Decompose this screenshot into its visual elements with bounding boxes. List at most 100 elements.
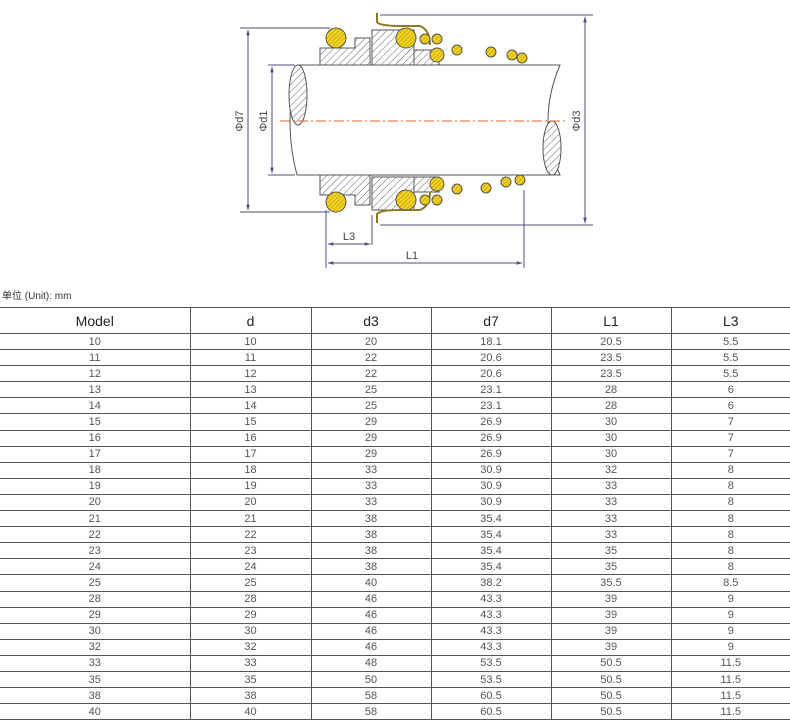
cell-l3: 5.5	[670, 332, 790, 351]
cell-d3: 46	[310, 606, 432, 624]
cell-d: 18	[189, 461, 312, 479]
cell-l1: 23.5	[550, 349, 672, 367]
cell-d7: 53.5	[430, 654, 552, 672]
label-d3: Φd3	[571, 110, 583, 131]
cell-d7: 60.5	[430, 703, 552, 720]
cell-d3: 46	[310, 590, 432, 608]
dimensions	[240, 14, 593, 268]
cell-d3: 25	[310, 397, 432, 415]
cell-d: 33	[189, 654, 312, 672]
cell-l1: 23.5	[550, 365, 672, 383]
cell-d3: 29	[310, 429, 432, 447]
cell-l3: 7	[670, 413, 790, 431]
cell-l3: 8	[670, 510, 790, 528]
cell-d3: 46	[310, 638, 432, 656]
cell-d3: 38	[310, 510, 432, 528]
cell-d3: 38	[310, 542, 432, 560]
cell-l1: 33	[550, 526, 672, 544]
cell-d3: 38	[310, 558, 432, 576]
cell-d7: 53.5	[430, 670, 552, 689]
cell-d: 23	[189, 542, 312, 560]
cell-d3: 58	[310, 687, 432, 705]
cell-d7: 38.2	[430, 574, 552, 592]
cell-l3: 6	[670, 397, 790, 415]
mechanical-seal-drawing: Φd7 Φd1 Φd3 L3 L1	[234, 13, 593, 268]
cell-model: 28	[0, 590, 191, 608]
cell-model: 21	[0, 510, 191, 528]
cell-model: 32	[0, 638, 191, 656]
cell-d7: 43.3	[430, 638, 552, 656]
cell-model: 20	[0, 493, 191, 512]
cell-l3: 6	[670, 381, 790, 399]
cell-d: 35	[189, 670, 312, 689]
cell-model: 40	[0, 703, 191, 720]
cell-l3: 5.5	[670, 365, 790, 383]
cell-d3: 33	[310, 493, 432, 512]
cell-l1: 32	[550, 461, 672, 479]
column-header-l3: L3	[670, 307, 790, 334]
cell-d7: 60.5	[430, 687, 552, 705]
cell-d3: 22	[310, 365, 432, 383]
cell-d: 28	[189, 590, 312, 608]
cell-d3: 33	[310, 477, 432, 495]
label-d1: Φd1	[258, 110, 270, 131]
cell-model: 23	[0, 542, 191, 560]
cell-l1: 39	[550, 638, 672, 656]
cell-l1: 50.5	[550, 670, 672, 689]
cell-l1: 20.5	[550, 332, 672, 351]
cell-d7: 20.6	[430, 365, 552, 383]
cell-l1: 33	[550, 477, 672, 495]
cell-d3: 50	[310, 670, 432, 689]
cell-l3: 11.5	[670, 654, 790, 672]
cell-model: 13	[0, 381, 191, 399]
cell-model: 18	[0, 461, 191, 479]
cell-l3: 9	[670, 606, 790, 624]
cell-d3: 25	[310, 381, 432, 399]
cell-d: 11	[189, 349, 312, 367]
cell-l3: 9	[670, 590, 790, 608]
cell-d: 14	[189, 397, 312, 415]
cell-d3: 38	[310, 526, 432, 544]
cell-l1: 30	[550, 445, 672, 463]
cell-model: 16	[0, 429, 191, 447]
cell-d7: 18.1	[430, 332, 552, 351]
cell-d7: 30.9	[430, 477, 552, 495]
cell-d7: 43.3	[430, 622, 552, 640]
cell-d: 40	[189, 703, 312, 720]
cell-model: 19	[0, 477, 191, 495]
cell-l1: 30	[550, 429, 672, 447]
cell-d: 25	[189, 574, 312, 592]
cell-model: 10	[0, 332, 191, 351]
cell-d7: 26.9	[430, 429, 552, 447]
cell-l3: 9	[670, 638, 790, 656]
cell-d7: 43.3	[430, 590, 552, 608]
cell-l3: 8	[670, 493, 790, 512]
cell-l1: 35	[550, 542, 672, 560]
label-L1: L1	[406, 250, 418, 262]
cell-model: 11	[0, 349, 191, 367]
cell-l3: 8	[670, 461, 790, 479]
cell-l1: 28	[550, 381, 672, 399]
cell-d7: 30.9	[430, 493, 552, 512]
cell-model: 17	[0, 445, 191, 463]
cell-d3: 58	[310, 703, 432, 720]
column-header-d3: d3	[310, 307, 432, 334]
cell-d7: 23.1	[430, 381, 552, 399]
